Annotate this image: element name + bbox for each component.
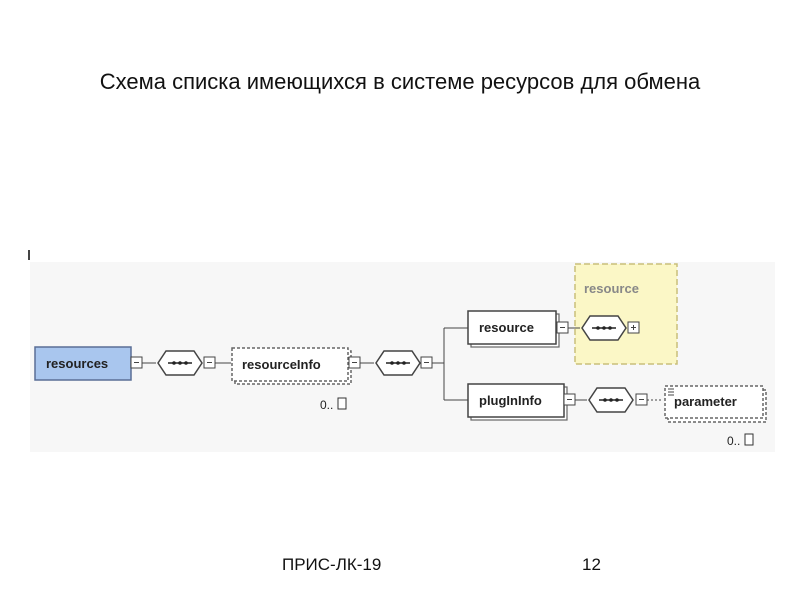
footer-label: ПРИС-ЛК-19 — [282, 555, 382, 574]
slide-title: Схема списка имеющихся в системе ресурсо… — [99, 69, 701, 94]
parameter-cardinality: 0.. — [727, 434, 740, 448]
node-resource-label: resource — [479, 320, 534, 335]
sequence-compositor-icon[interactable] — [588, 387, 634, 413]
sequence-compositor-icon[interactable] — [581, 315, 627, 341]
resource-type-label: resource — [584, 281, 639, 296]
collapse-resourceInfo-icon[interactable] — [348, 356, 361, 369]
corner-mark — [28, 250, 30, 260]
collapse-resources-icon[interactable] — [130, 356, 143, 369]
unbounded-icon — [337, 397, 347, 410]
node-resourceInfo[interactable]: resourceInfo — [231, 347, 352, 385]
collapse-resource-icon[interactable] — [556, 321, 569, 334]
collapse-sequence-icon[interactable] — [420, 356, 433, 369]
collapse-plugInInfo-icon[interactable] — [563, 393, 576, 406]
node-parameter[interactable]: parameter — [664, 385, 767, 423]
sequence-compositor-icon[interactable] — [157, 350, 203, 376]
collapse-sequence-icon[interactable] — [203, 356, 216, 369]
collapse-sequence-icon[interactable] — [635, 393, 648, 406]
node-resources[interactable]: resources — [34, 346, 132, 381]
expand-icon[interactable] — [627, 321, 640, 334]
resourceInfo-cardinality: 0.. — [320, 398, 333, 412]
node-parameter-label: parameter — [674, 394, 737, 409]
text-content-icon — [668, 388, 674, 396]
node-resources-label: resources — [46, 356, 108, 371]
node-resourceInfo-label: resourceInfo — [242, 357, 321, 372]
unbounded-icon — [744, 433, 754, 446]
sequence-compositor-icon[interactable] — [375, 350, 421, 376]
branch-connector — [432, 327, 468, 401]
node-plugInInfo-label: plugInInfo — [479, 393, 542, 408]
resource-type-box: resource — [574, 263, 678, 365]
page-number: 12 — [582, 555, 601, 574]
node-resource[interactable]: resource — [467, 310, 560, 348]
node-plugInInfo[interactable]: plugInInfo — [467, 383, 568, 421]
